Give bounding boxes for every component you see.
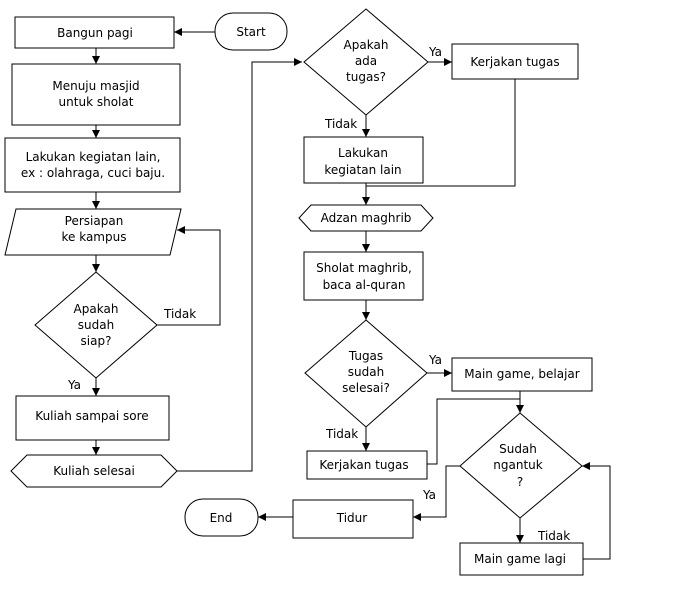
nodes bbox=[4, 8, 593, 576]
decision-tugas-selesai bbox=[304, 319, 428, 428]
siap-label-2: sudah bbox=[78, 318, 114, 332]
siap-label-1: Apakah bbox=[74, 302, 119, 316]
edge-labels: Tidak Ya Ya Tidak Ya Tidak Ya Tidak bbox=[67, 45, 570, 543]
lakukan-lain-label-2: kegiatan lain bbox=[324, 163, 401, 177]
tugas-selesai-label-3: selesai? bbox=[342, 381, 390, 395]
main-lagi-label: Main game lagi bbox=[474, 552, 566, 566]
ada-tugas-label-2: ada bbox=[355, 54, 377, 68]
sholat-label-1: Sholat maghrib, bbox=[316, 261, 412, 275]
masjid-label-1: Menuju masjid bbox=[52, 79, 139, 93]
kerjakan2-label: Kerjakan tugas bbox=[319, 458, 408, 472]
process-main-lagi bbox=[459, 542, 584, 576]
ngantuk-label-2: ngantuk bbox=[493, 458, 542, 472]
start-label: Start bbox=[236, 25, 266, 39]
ada-tugas-label-3: tugas? bbox=[346, 70, 386, 84]
siap-label-3: siap? bbox=[81, 334, 112, 348]
ngantuk-label-3: ? bbox=[517, 475, 523, 489]
ngantuk-no-label: Tidak bbox=[537, 529, 570, 543]
bangun-label: Bangun pagi bbox=[57, 26, 133, 40]
tugas-selesai-label-2: sudah bbox=[348, 365, 384, 379]
process-sholat bbox=[303, 251, 424, 301]
event-adzan bbox=[298, 204, 434, 232]
process-lakukan-lain bbox=[303, 136, 424, 184]
tugas-yes-label: Ya bbox=[428, 45, 442, 59]
tugas-selesai-label-1: Tugas bbox=[348, 349, 383, 363]
lakukan-lain-label-1: Lakukan bbox=[338, 146, 388, 160]
end-terminator bbox=[184, 498, 259, 537]
kerjakan1-label: Kerjakan tugas bbox=[470, 55, 559, 69]
start-terminator bbox=[214, 12, 288, 51]
process-kuliah bbox=[15, 395, 170, 441]
end-label: End bbox=[210, 511, 233, 525]
process-main-game bbox=[451, 357, 593, 392]
process-bangun bbox=[14, 16, 175, 49]
connectors bbox=[92, 28, 611, 560]
edge-kerjakan-merge bbox=[366, 79, 516, 187]
lain-label-1: Lakukan kegiatan lain, bbox=[26, 150, 161, 164]
persiapan-label-1: Persiapan bbox=[65, 214, 124, 228]
kuliah-label: Kuliah sampai sore bbox=[35, 409, 148, 423]
decision-ada-tugas bbox=[303, 8, 429, 116]
decision-siap bbox=[34, 271, 158, 379]
sholat-label-2: baca al-quran bbox=[323, 278, 406, 292]
process-lain bbox=[4, 137, 181, 193]
edge-selesai-tugas bbox=[177, 58, 302, 472]
process-masjid bbox=[11, 63, 181, 126]
ngantuk-yes-label: Ya bbox=[422, 488, 436, 502]
process-kerjakan1 bbox=[451, 43, 579, 80]
adzan-label: Adzan maghrib bbox=[321, 211, 412, 225]
edge-kerjakan2-merge bbox=[427, 398, 520, 465]
process-tidur bbox=[292, 499, 414, 539]
selesai-yes-label: Ya bbox=[428, 353, 442, 367]
siap-no-label: Tidak bbox=[163, 307, 196, 321]
lain-label-2: ex : olahraga, cuci baju. bbox=[21, 166, 165, 180]
decision-ngantuk bbox=[459, 412, 583, 519]
persiapan-label-2: ke kampus bbox=[62, 230, 127, 244]
process-kerjakan2 bbox=[306, 450, 428, 480]
edge-siap-no bbox=[157, 226, 221, 326]
masjid-label-2: untuk sholat bbox=[59, 95, 134, 109]
io-persiapan bbox=[4, 208, 182, 256]
edge-mainlagi-loop bbox=[582, 462, 611, 560]
siap-yes-label: Ya bbox=[67, 378, 81, 392]
node-labels: Start Bangun pagi Menuju masjid untuk sh… bbox=[21, 25, 580, 566]
ngantuk-label-1: Sudah bbox=[499, 442, 537, 456]
kuliah-selesai-label: Kuliah selesai bbox=[53, 464, 135, 478]
selesai-no-label: Tidak bbox=[325, 427, 358, 441]
event-kuliah-selesai bbox=[10, 454, 178, 488]
ada-tugas-label-1: Apakah bbox=[344, 38, 389, 52]
tidur-label: Tidur bbox=[336, 511, 368, 525]
edge-ngantuk-yes bbox=[413, 465, 460, 521]
main-game-label: Main game, belajar bbox=[464, 367, 580, 381]
tugas-no-label: Tidak bbox=[324, 117, 357, 131]
